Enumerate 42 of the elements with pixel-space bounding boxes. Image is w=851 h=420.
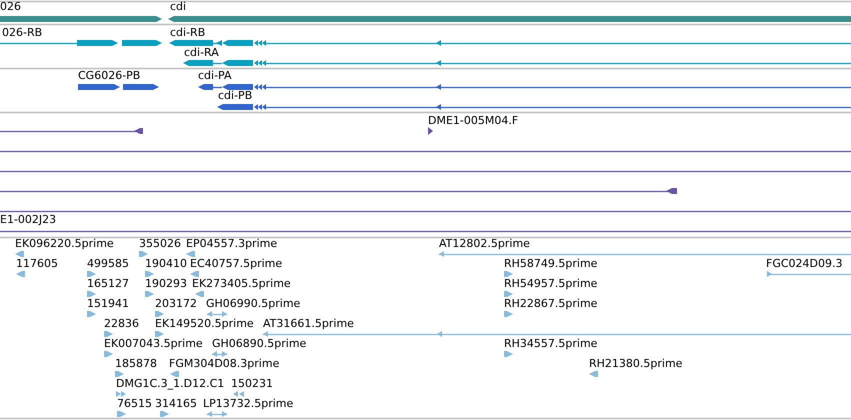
feature-label: 203172: [155, 297, 197, 310]
feature-label: 151941: [87, 297, 129, 310]
feature-label: 314165: [155, 397, 197, 410]
feature-label: cdi: [170, 0, 186, 13]
feature-label: EK007043.5prime: [104, 337, 203, 350]
feature-label: EK273405.5prime: [192, 277, 291, 290]
feature-label: GH06890.5prime: [212, 337, 306, 350]
feature-label: 190410: [145, 257, 187, 270]
feature-label: EC40757.5prime: [190, 257, 282, 270]
feature-label: EK149520.5prime: [155, 317, 254, 330]
feature-label: RH34557.5prime: [504, 337, 598, 350]
feature-label: 355026: [139, 237, 181, 250]
feature-label: RH21380.5prime: [589, 357, 682, 370]
feature-label: E1-002J23: [0, 213, 56, 226]
feature-label: GH06990.5prime: [206, 297, 300, 310]
feature-label: RH58749.5prime: [504, 257, 598, 270]
feature-label: 026: [0, 0, 21, 13]
feature-label: DME1-005M04.F: [428, 114, 518, 127]
feature-label: 117605: [16, 257, 58, 270]
feature-label: RH22867.5prime: [504, 297, 598, 310]
feature-label: AT31661.5prime: [263, 317, 354, 330]
feature-label: DMG1C.3_1.D12.C1: [116, 377, 224, 390]
feature-label: EP04557.3prime: [186, 237, 278, 250]
feature-label: cdi-RB: [170, 26, 206, 39]
feature-label: FGM304D08.3prime: [169, 357, 280, 370]
feature-label: cdi-RA: [184, 46, 219, 59]
feature-label: cdi-PB: [218, 89, 252, 102]
feature-label: 185878: [115, 357, 157, 370]
feature-label: CG6026-PB: [78, 69, 140, 82]
feature-label: 026-RB: [2, 26, 42, 39]
feature-label: EK096220.5prime: [15, 237, 114, 250]
feature-label: FGC024D09.3: [766, 257, 842, 270]
feature-label: 190293: [145, 277, 187, 290]
feature-label: 499585: [87, 257, 129, 270]
feature-label: 76515: [117, 397, 152, 410]
feature-label: cdi-PA: [198, 69, 232, 82]
feature-label: LP13732.5prime: [203, 397, 294, 410]
feature-label: AT12802.5prime: [439, 237, 530, 250]
feature-label: RH54957.5prime: [504, 277, 598, 290]
feature-label: 150231: [231, 377, 273, 390]
feature-label: 165127: [87, 277, 129, 290]
feature-label: 22836: [104, 317, 139, 330]
